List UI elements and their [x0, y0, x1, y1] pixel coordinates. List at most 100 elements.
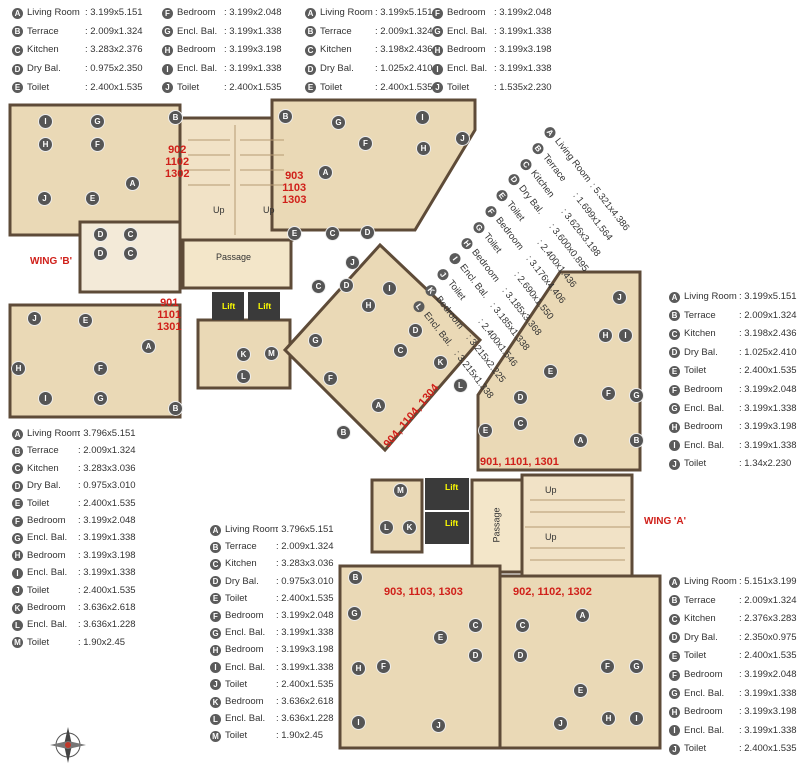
room-dimensions: : 3.199x1.338 [739, 687, 797, 699]
room-letter-badge: E [305, 82, 316, 94]
room-marker: D [513, 648, 528, 663]
room-marker: B [629, 433, 644, 448]
room-marker: B [336, 425, 351, 440]
room-dimensions: : 2.009x1.324 [739, 594, 797, 606]
room-letter-badge: F [669, 384, 680, 396]
room-name: Terrace [225, 541, 257, 553]
room-name: Kitchen [27, 44, 59, 56]
room-dimensions: : 3.199x1.338 [224, 63, 282, 75]
room-name: Encl. Bal. [177, 63, 218, 75]
room-dimensions: : 1.90x2.45 [276, 730, 324, 742]
room-name: Toilet [225, 730, 248, 742]
room-marker: E [85, 191, 100, 206]
room-marker: I [38, 391, 53, 406]
room-marker: F [376, 659, 391, 674]
room-marker: H [598, 328, 613, 343]
room-name: Encl. Bal. [447, 25, 488, 37]
room-name: Toilet [320, 81, 343, 93]
room-dimensions: : 3.199x1.338 [494, 63, 552, 75]
room-dimensions: : 3.199x3.198 [739, 421, 797, 433]
room-letter-badge: B [210, 541, 221, 553]
room-letter-badge: E [12, 498, 23, 510]
room-dimensions: : 3.199x5.151 [375, 7, 433, 18]
room-dimensions: : 3.283x2.376 [85, 44, 143, 56]
room-dimensions: : 3.199x1.338 [224, 25, 282, 37]
room-letter-badge: D [210, 576, 221, 588]
room-letter-badge: I [432, 63, 443, 75]
room-name: Toilet [27, 636, 50, 648]
room-dimensions: : 2.009x1.324 [276, 541, 334, 553]
room-name: Bedroom [177, 7, 216, 18]
room-name: Terrace [684, 594, 716, 606]
room-dimensions: : 3.636x2.618 [276, 696, 334, 707]
lift-a-2 [425, 512, 469, 544]
room-marker: E [78, 313, 93, 328]
room-dimensions: : 3.796x5.151 [78, 428, 136, 439]
room-name: Living Room [320, 7, 373, 18]
room-name: Bedroom [177, 44, 216, 56]
room-name: Toilet [27, 497, 50, 509]
room-dimensions: : 3.199x5.151 [85, 7, 143, 18]
room-letter-badge: G [432, 26, 443, 38]
room-name: Living Room [684, 291, 737, 302]
stair-treads [188, 125, 630, 561]
room-name: Living Room [225, 524, 278, 535]
room-dimensions: : 2.400x1.535 [739, 365, 797, 377]
room-marker: F [358, 136, 373, 151]
passage-b [181, 238, 293, 290]
room-dimensions: : 1.34x2.230 [739, 458, 792, 470]
room-marker: L [453, 378, 468, 393]
room-marker: I [351, 715, 366, 730]
room-marker: J [455, 131, 470, 146]
room-marker: J [612, 290, 627, 305]
room-marker: G [629, 659, 644, 674]
room-marker: G [629, 388, 644, 403]
unit-a-903 [338, 564, 502, 750]
compass-icon [50, 727, 86, 763]
room-name: Dry Bal. [684, 346, 718, 358]
room-marker: E [478, 423, 493, 438]
room-letter-badge: F [669, 669, 680, 681]
room-dimensions: : 1.535x2.230 [494, 81, 552, 93]
room-marker: I [382, 281, 397, 296]
room-marker: L [379, 520, 394, 535]
wing-a-label: WING 'A' [644, 516, 686, 527]
room-letter-badge: B [12, 26, 23, 38]
room-dimensions: : 3.283x3.036 [78, 462, 136, 474]
room-dimensions: : 2.009x1.324 [375, 25, 433, 37]
room-marker: A [141, 339, 156, 354]
room-marker: E [287, 226, 302, 241]
room-dimensions: : 2.009x1.324 [739, 309, 797, 321]
room-marker: E [543, 364, 558, 379]
room-letter-badge: D [669, 632, 680, 644]
room-name: Toilet [684, 650, 707, 662]
room-name: Toilet [684, 458, 707, 470]
unit-label-b-901: 901 1101 1301 [157, 297, 182, 333]
room-marker: H [416, 141, 431, 156]
room-letter-badge: G [669, 688, 680, 700]
